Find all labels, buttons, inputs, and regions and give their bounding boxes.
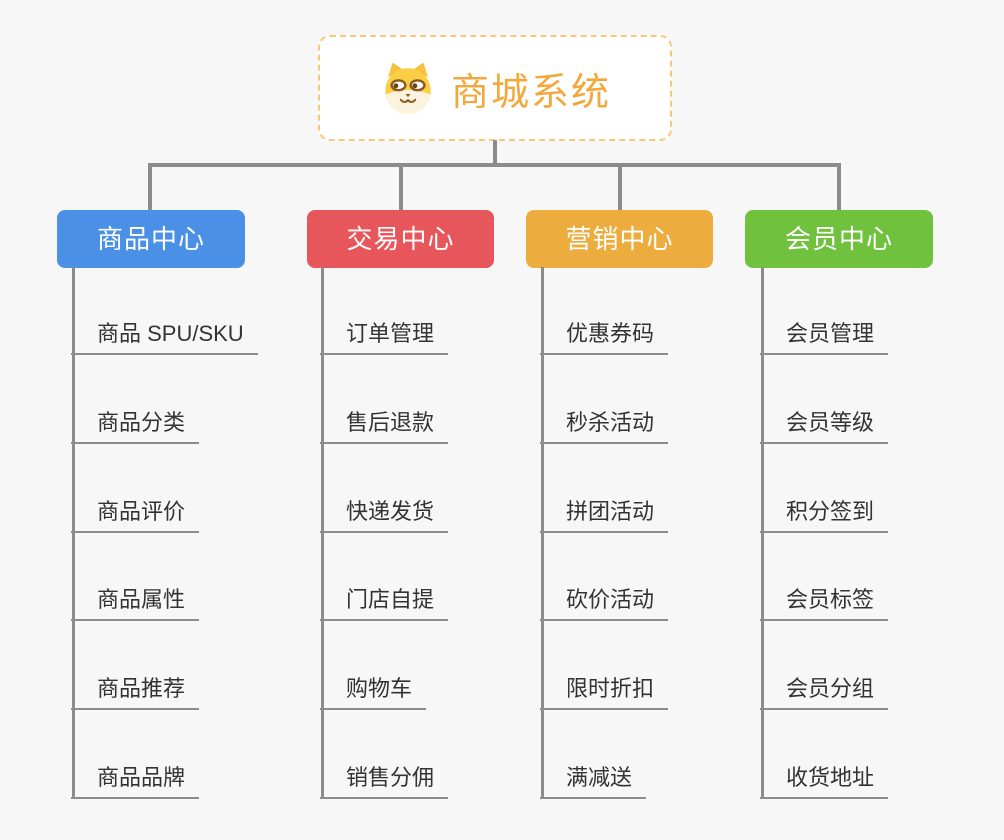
leaf-topic[interactable]: 会员管理	[760, 319, 889, 355]
leaf-topic[interactable]: 会员标签	[760, 585, 889, 621]
branch-node-product-center[interactable]: 商品中心	[57, 210, 245, 268]
leaf-topic[interactable]: 购物车	[320, 674, 427, 710]
leaf-topic[interactable]: 快递发货	[320, 497, 449, 533]
connector-line	[399, 163, 403, 210]
leaf-topic[interactable]: 商品 SPU/SKU	[71, 319, 258, 355]
leaf-topic[interactable]: 积分签到	[760, 497, 889, 533]
connector-line	[493, 140, 497, 164]
connector-line	[148, 163, 152, 210]
branch-spine-line	[541, 267, 544, 799]
root-topic-label: 商城系统	[450, 71, 611, 114]
leaf-topic[interactable]: 售后退款	[320, 408, 449, 444]
leaf-topic[interactable]: 拼团活动	[540, 497, 669, 533]
leaf-topic[interactable]: 门店自提	[320, 585, 449, 621]
leaf-topic[interactable]: 销售分佣	[320, 763, 449, 799]
connector-line	[837, 163, 841, 210]
leaf-topic[interactable]: 订单管理	[320, 319, 449, 355]
branch-node-marketing-center[interactable]: 营销中心	[526, 210, 713, 268]
leaf-topic[interactable]: 限时折扣	[540, 674, 669, 710]
leaf-topic[interactable]: 优惠券码	[540, 319, 669, 355]
branch-spine-line	[321, 267, 324, 799]
connector-line	[618, 163, 622, 210]
root-topic-node[interactable]: 商城系统	[318, 35, 672, 141]
leaf-topic[interactable]: 会员分组	[760, 674, 889, 710]
leaf-topic[interactable]: 满减送	[540, 763, 647, 799]
leaf-topic[interactable]: 商品评价	[71, 497, 200, 533]
branch-node-trade-center[interactable]: 交易中心	[307, 210, 494, 268]
leaf-topic[interactable]: 商品推荐	[71, 674, 200, 710]
connector-line	[148, 163, 841, 167]
leaf-topic[interactable]: 收货地址	[760, 763, 889, 799]
leaf-topic[interactable]: 砍价活动	[540, 585, 669, 621]
branch-spine-line	[72, 267, 75, 799]
leaf-topic[interactable]: 秒杀活动	[540, 408, 669, 444]
leaf-topic[interactable]: 商品分类	[71, 408, 200, 444]
leaf-topic[interactable]: 商品品牌	[71, 763, 200, 799]
branch-spine-line	[761, 267, 764, 799]
branch-node-member-center[interactable]: 会员中心	[745, 210, 933, 268]
leaf-topic[interactable]: 会员等级	[760, 408, 889, 444]
doge-face-icon	[385, 62, 431, 115]
leaf-topic[interactable]: 商品属性	[71, 585, 200, 621]
